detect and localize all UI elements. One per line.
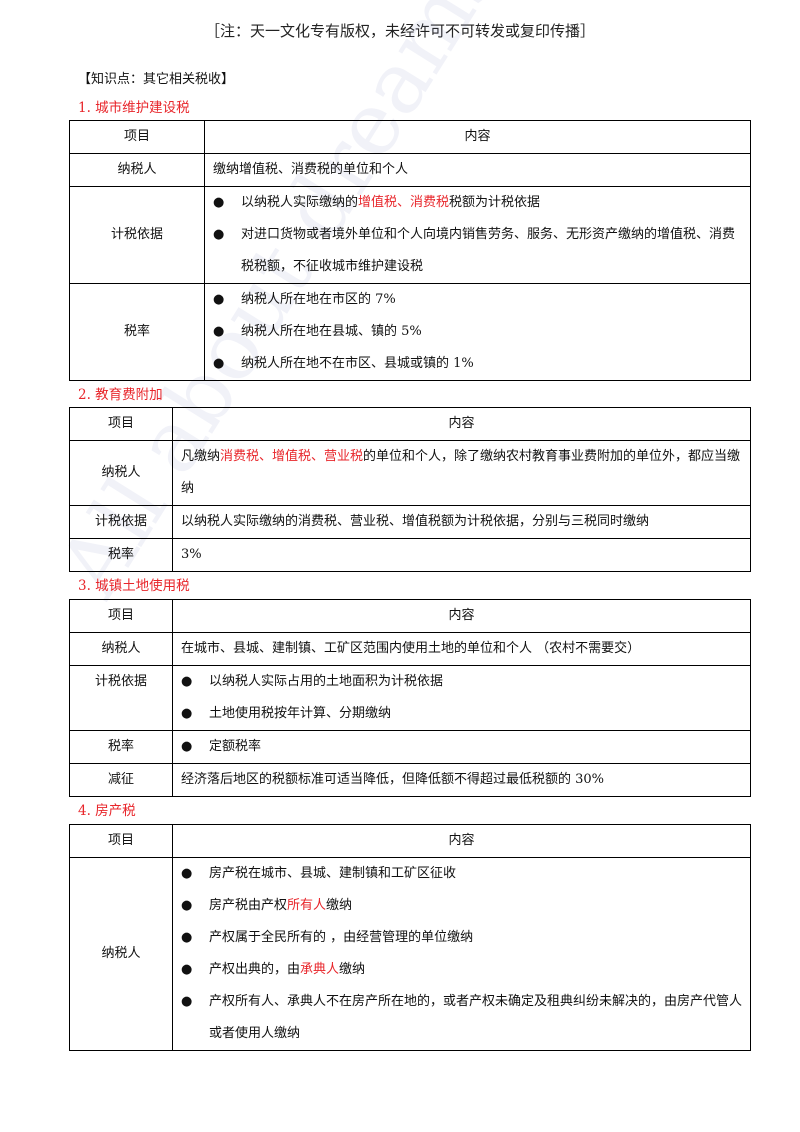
list-item: 对进口货物或者境外单位和个人向境内销售劳务、服务、无形资产缴纳的增值税、消费税税…	[213, 219, 742, 283]
cell-rate: 3%	[172, 538, 751, 572]
cell-rate: 定额税率	[172, 730, 751, 764]
section-title-urban-maintenance-tax: 1. 城市维护建设税	[78, 100, 190, 116]
list-item: 产权属于全民所有的 ，由经营管理的单位缴纳	[181, 922, 742, 954]
row-label-basis: 计税依据	[69, 505, 173, 539]
col-header-content: 内容	[172, 824, 751, 858]
section-title-property-tax: 4. 房产税	[78, 803, 136, 819]
col-header-content: 内容	[204, 120, 751, 154]
list-item: 纳税人所在地不在市区、县城或镇的 1%	[213, 348, 742, 380]
row-label-relief: 减征	[69, 763, 173, 797]
cell-taxpayer: 在城市、县城、建制镇、工矿区范围内使用土地的单位和个人 （农村不需要交）	[172, 632, 751, 666]
list-item: 产权所有人、承典人不在房产所在地的，或者产权未确定及租典纠纷未解决的，由房产代管…	[181, 986, 742, 1050]
highlight-text: 所有人	[287, 898, 327, 913]
row-label-rate: 税率	[69, 283, 205, 381]
col-header-item: 项目	[69, 120, 205, 154]
col-header-item: 项目	[69, 407, 173, 441]
cell-taxpayer: 房产税在城市、县城、建制镇和工矿区征收 房产税由产权所有人缴纳 产权属于全民所有…	[172, 857, 751, 1051]
row-label-taxpayer: 纳税人	[69, 632, 173, 666]
list-item: 纳税人所在地在市区的 7%	[213, 284, 742, 316]
table-land-use-tax: 项目 内容 纳税人 在城市、县城、建制镇、工矿区范围内使用土地的单位和个人 （农…	[69, 599, 751, 797]
list-item: 产权出典的，由承典人缴纳	[181, 954, 742, 986]
cell-basis: 以纳税人实际占用的土地面积为计税依据 土地使用税按年计算、分期缴纳	[172, 665, 751, 731]
cell-taxpayer: 凡缴纳消费税、增值税、营业税的单位和个人，除了缴纳农村教育事业费附加的单位外，都…	[172, 440, 751, 506]
row-label-rate: 税率	[69, 538, 173, 572]
cell-taxpayer: 缴纳增值税、消费税的单位和个人	[204, 153, 751, 187]
cell-rate: 纳税人所在地在市区的 7% 纳税人所在地在县城、镇的 5% 纳税人所在地不在市区…	[204, 283, 751, 381]
row-label-taxpayer: 纳税人	[69, 857, 173, 1051]
row-label-rate: 税率	[69, 730, 173, 764]
cell-basis: 以纳税人实际缴纳的增值税、消费税税额为计税依据 对进口货物或者境外单位和个人向境…	[204, 186, 751, 284]
list-item: 以纳税人实际占用的土地面积为计税依据	[181, 666, 742, 698]
list-item: 房产税由产权所有人缴纳	[181, 890, 742, 922]
row-label-basis: 计税依据	[69, 665, 173, 731]
col-header-item: 项目	[69, 599, 173, 633]
knowledge-point-heading: 【知识点：其它相关税收】	[78, 72, 235, 87]
table-urban-maintenance-tax: 项目 内容 纳税人 缴纳增值税、消费税的单位和个人 计税依据 以纳税人实际缴纳的…	[69, 120, 751, 381]
col-header-item: 项目	[69, 824, 173, 858]
highlight-text: 消费税、增值税、营业税	[220, 449, 364, 464]
cell-basis: 以纳税人实际缴纳的消费税、营业税、增值税额为计税依据，分别与三税同时缴纳	[172, 505, 751, 539]
table-property-tax: 项目 内容 纳税人 房产税在城市、县城、建制镇和工矿区征收 房产税由产权所有人缴…	[69, 824, 751, 1051]
col-header-content: 内容	[172, 407, 751, 441]
list-item: 房产税在城市、县城、建制镇和工矿区征收	[181, 858, 742, 890]
highlight-text: 承典人	[300, 962, 340, 977]
row-label-taxpayer: 纳税人	[69, 440, 173, 506]
list-item: 土地使用税按年计算、分期缴纳	[181, 698, 742, 730]
section-title-land-use-tax: 3. 城镇土地使用税	[78, 578, 190, 594]
table-education-surcharge: 项目 内容 纳税人 凡缴纳消费税、增值税、营业税的单位和个人，除了缴纳农村教育事…	[69, 407, 751, 572]
col-header-content: 内容	[172, 599, 751, 633]
row-label-basis: 计税依据	[69, 186, 205, 284]
highlight-text: 增值税、消费税	[358, 195, 450, 210]
copyright-header: ［注：天一文化专有版权，未经许可不可转发或复印传播］	[204, 22, 595, 40]
row-label-taxpayer: 纳税人	[69, 153, 205, 187]
cell-relief: 经济落后地区的税额标准可适当降低，但降低额不得超过最低税额的 30%	[172, 763, 751, 797]
section-title-education-surcharge: 2. 教育费附加	[78, 387, 163, 403]
list-item: 定额税率	[181, 731, 742, 763]
list-item: 纳税人所在地在县城、镇的 5%	[213, 316, 742, 348]
list-item: 以纳税人实际缴纳的增值税、消费税税额为计税依据	[213, 187, 742, 219]
